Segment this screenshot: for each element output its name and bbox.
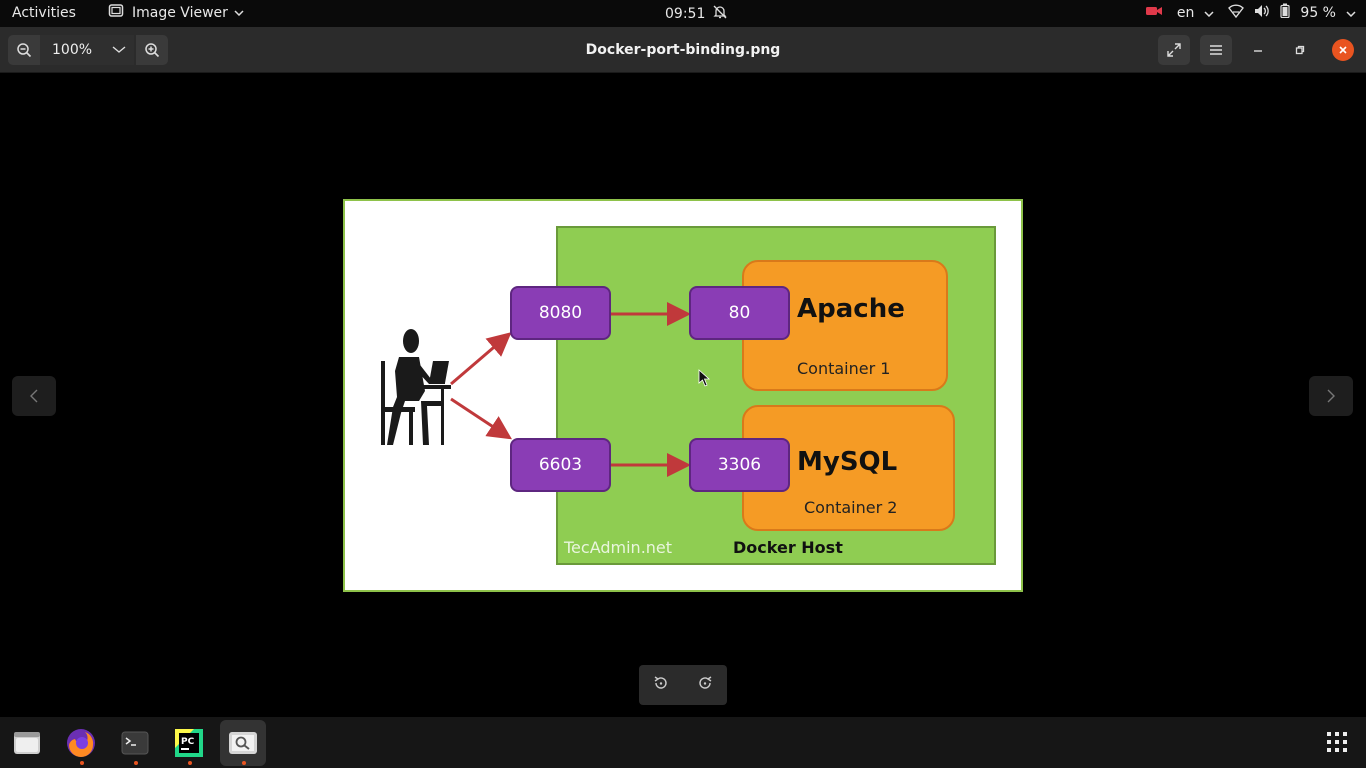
running-indicator <box>188 761 192 765</box>
hamburger-menu-icon <box>1210 45 1222 55</box>
container-port-3306: 3306 <box>689 438 790 492</box>
app-grid-icon <box>1327 732 1347 752</box>
container-port-80: 80 <box>689 286 790 340</box>
person-at-laptop-icon <box>381 329 451 445</box>
image-viewer-icon <box>108 3 126 23</box>
image-viewer-icon <box>229 732 257 754</box>
maximize-button[interactable] <box>1284 35 1316 65</box>
clock[interactable]: 09:51 <box>665 5 727 23</box>
zoom-in-icon <box>145 43 160 58</box>
svg-text:PC: PC <box>181 737 195 747</box>
pycharm-app[interactable]: PC <box>166 720 212 766</box>
host-port-8080: 8080 <box>510 286 611 340</box>
container-name: Apache <box>797 294 905 324</box>
container-label: Container 1 <box>797 359 891 378</box>
host-port-6603: 6603 <box>510 438 611 492</box>
rotate-toolbar <box>639 665 727 705</box>
terminal-icon <box>121 731 149 755</box>
top-bar: Activities Image Viewer 09:51 en <box>0 0 1366 27</box>
running-indicator <box>80 761 84 765</box>
minimize-button[interactable] <box>1242 35 1274 65</box>
chevron-down-icon <box>1346 5 1356 21</box>
system-menu[interactable]: 95 % <box>1228 3 1356 22</box>
displayed-image: Apache Container 1 MySQL Container 2 <box>343 199 1023 592</box>
chevron-down-icon <box>1204 5 1214 21</box>
zoom-level-dropdown[interactable]: 100% <box>40 35 134 65</box>
app-menu[interactable]: Image Viewer <box>108 3 244 23</box>
image-canvas[interactable]: Apache Container 1 MySQL Container 2 <box>0 73 1366 717</box>
activities-button[interactable]: Activities <box>12 5 76 21</box>
wifi-icon <box>1228 3 1245 22</box>
zoom-out-button[interactable] <box>8 35 40 65</box>
rotate-right-button[interactable] <box>697 675 713 695</box>
system-tray: en 95 % <box>1145 3 1356 22</box>
close-button[interactable] <box>1332 39 1354 61</box>
chevron-left-icon <box>30 389 38 403</box>
restore-icon <box>1295 45 1305 55</box>
show-applications-button[interactable] <box>1326 731 1348 757</box>
image-viewer-app[interactable] <box>220 720 266 766</box>
language-label: en <box>1176 4 1195 21</box>
zoom-out-icon <box>17 43 32 58</box>
rotate-right-icon <box>699 676 712 689</box>
port-number: 80 <box>728 303 751 323</box>
main-menu-button[interactable] <box>1200 35 1232 65</box>
container-name: MySQL <box>797 447 898 477</box>
app-menu-label: Image Viewer <box>132 5 228 21</box>
container-label: Container 2 <box>804 498 898 517</box>
next-image-button[interactable] <box>1309 376 1353 416</box>
pycharm-icon: PC <box>175 729 203 757</box>
minimize-icon <box>1254 50 1262 52</box>
header-bar: 100% Docker-port-binding.png <box>0 27 1366 73</box>
port-number: 8080 <box>538 303 583 323</box>
docker-host-label: Docker Host <box>733 538 843 557</box>
fullscreen-icon <box>1167 43 1181 57</box>
mouse-pointer-icon <box>698 369 710 387</box>
port-number: 6603 <box>538 455 583 475</box>
chevron-down-icon <box>112 46 126 53</box>
rotate-left-button[interactable] <box>653 675 669 695</box>
screen-recording-icon[interactable] <box>1145 5 1163 21</box>
language-selector[interactable]: en <box>1177 5 1215 21</box>
zoom-in-button[interactable] <box>136 35 168 65</box>
running-indicator <box>242 761 246 765</box>
notifications-off-icon <box>713 5 727 23</box>
firefox-icon <box>67 729 95 757</box>
chevron-down-icon <box>234 8 244 19</box>
firefox-app[interactable] <box>58 720 104 766</box>
dock: PC <box>0 717 1366 768</box>
terminal-app[interactable] <box>112 720 158 766</box>
fullscreen-button[interactable] <box>1158 35 1190 65</box>
volume-icon <box>1254 4 1270 22</box>
port-number: 3306 <box>717 455 762 475</box>
zoom-level-value: 100% <box>52 42 93 58</box>
chevron-right-icon <box>1327 389 1335 403</box>
clock-time: 09:51 <box>665 6 706 22</box>
running-indicator <box>134 761 138 765</box>
watermark: TecAdmin.net <box>564 538 673 557</box>
zoom-control: 100% <box>8 35 168 65</box>
battery-icon <box>1280 3 1291 22</box>
files-app[interactable] <box>4 720 50 766</box>
rotate-left-icon <box>654 676 667 689</box>
window-controls <box>1158 35 1354 65</box>
files-icon <box>14 732 40 754</box>
arrows <box>381 302 691 477</box>
close-icon <box>1339 46 1347 54</box>
battery-percentage: 95 % <box>1300 4 1336 21</box>
previous-image-button[interactable] <box>12 376 56 416</box>
